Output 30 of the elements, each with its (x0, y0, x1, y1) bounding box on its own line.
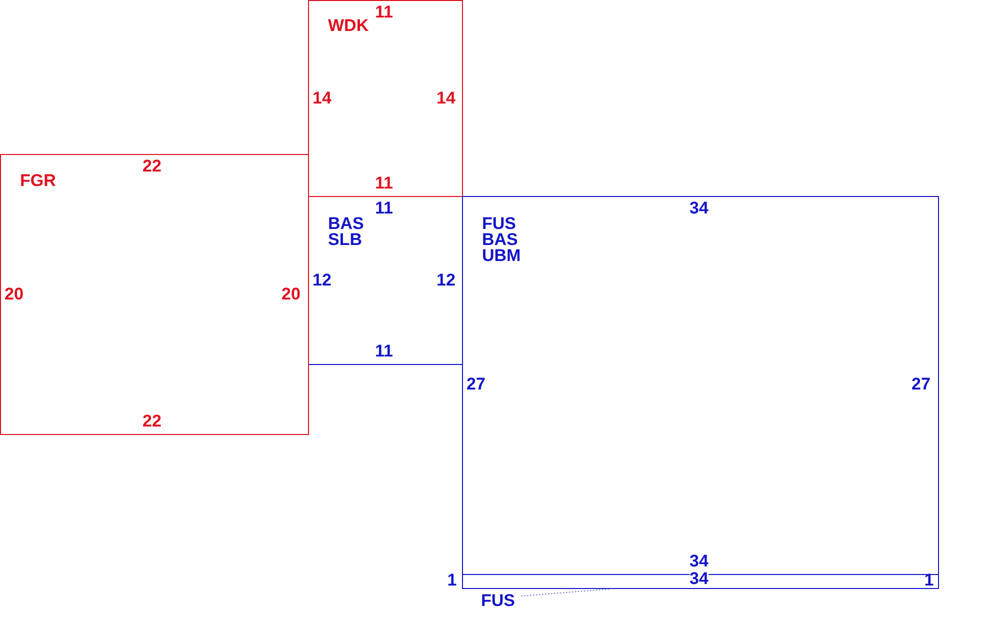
leader-line (520, 588, 610, 596)
strip-outline (462, 574, 939, 589)
room-label: UBM (482, 248, 521, 264)
dimension-label: 11 (375, 4, 393, 20)
dimension-label: 20 (282, 286, 300, 302)
dimension-label: 1 (447, 572, 457, 588)
dimension-label: 34 (690, 200, 708, 216)
dimension-label: 12 (436, 272, 456, 288)
room-label: SLB (328, 232, 363, 248)
dimension-label: 27 (466, 376, 486, 392)
room-label: FUS (481, 592, 515, 610)
dimension-label: 14 (436, 90, 456, 106)
room-label: FGR (20, 173, 56, 189)
dimension-label: 11 (375, 342, 393, 360)
dimension-label: 20 (4, 286, 24, 302)
dimension-label: 14 (312, 90, 332, 106)
dimension-label: 22 (142, 158, 162, 174)
dimension-label: 11 (375, 174, 393, 192)
room-label: FUS (482, 216, 517, 232)
dimension-label: 27 (912, 376, 930, 392)
room-outline (0, 154, 309, 435)
dimension-label: 12 (312, 272, 332, 288)
dimension-label: 11 (375, 200, 393, 216)
dimension-label: 22 (142, 412, 162, 430)
dimension-label: 34 (690, 573, 708, 585)
room-label: WDK (328, 18, 369, 34)
room-outline (308, 0, 463, 197)
room-label: BAS (482, 232, 519, 248)
room-label: BAS (328, 216, 364, 232)
dimension-label: 34 (690, 552, 708, 570)
